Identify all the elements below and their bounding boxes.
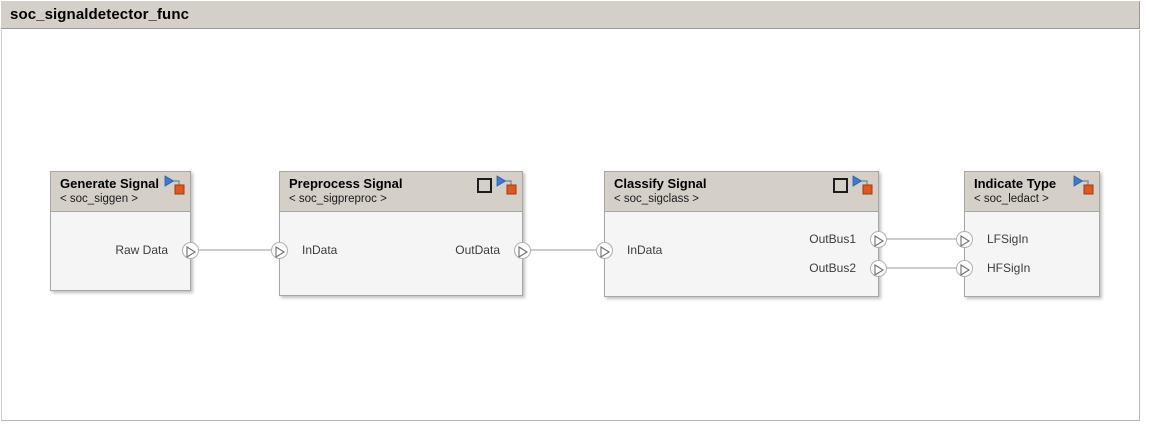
block-indicate-type[interactable]: Indicate Type < soc_ledact > LFSigIn: [956, 171, 1100, 297]
output-port-label: OutBus1: [809, 232, 856, 246]
block-body: InData OutData: [271, 212, 531, 295]
block-header: Generate Signal < soc_siggen >: [51, 172, 190, 212]
output-port-outdata[interactable]: [514, 242, 531, 259]
model-title-bar: soc_signaldetector_func: [1, 1, 1140, 29]
block-title: Generate Signal: [60, 176, 159, 191]
block-body: InData OutBus1 OutBus2: [596, 212, 887, 296]
input-port-label: InData: [627, 243, 663, 257]
model-reference-badge[interactable]: [852, 174, 876, 196]
output-port-label: OutData: [455, 243, 500, 257]
model-reference-badge[interactable]: [496, 174, 520, 196]
block-subtitle: < soc_sigclass >: [614, 193, 700, 205]
block-subtitle: < soc_siggen >: [60, 193, 139, 205]
input-port-label: InData: [302, 243, 338, 257]
block-classify-signal[interactable]: Classify Signal < soc_sigclass >: [596, 171, 887, 297]
input-port-lfsigin[interactable]: [956, 231, 973, 248]
block-header: Classify Signal < soc_sigclass >: [605, 172, 878, 212]
input-port-label: HFSigIn: [987, 261, 1031, 275]
output-port-raw-data[interactable]: [182, 242, 199, 259]
block-title: Classify Signal: [614, 176, 707, 191]
square-badge[interactable]: [477, 178, 492, 193]
block-preprocess-signal[interactable]: Preprocess Signal < soc_sigpreproc >: [271, 171, 531, 296]
block-generate-signal[interactable]: Generate Signal < soc_siggen > Raw Dat: [50, 171, 199, 291]
input-port-indata[interactable]: [596, 242, 613, 259]
block-header: Indicate Type < soc_ledact >: [965, 172, 1099, 212]
model-title: soc_signaldetector_func: [10, 6, 190, 23]
block-title: Indicate Type: [974, 176, 1057, 191]
input-port-indata[interactable]: [271, 242, 288, 259]
output-port-outbus1[interactable]: [870, 231, 887, 248]
block-title: Preprocess Signal: [289, 176, 403, 191]
block-body: LFSigIn HFSigIn: [956, 212, 1099, 296]
input-port-hfsigin[interactable]: [956, 260, 973, 277]
output-port-label: OutBus2: [809, 261, 856, 275]
block-header: Preprocess Signal < soc_sigpreproc >: [280, 172, 522, 212]
square-badge[interactable]: [833, 178, 848, 193]
input-port-label: LFSigIn: [987, 232, 1029, 246]
model-reference-badge[interactable]: [1073, 174, 1097, 196]
block-subtitle: < soc_ledact >: [974, 193, 1049, 205]
output-port-outbus2[interactable]: [870, 260, 887, 277]
diagram-canvas[interactable]: Generate Signal < soc_siggen > Raw Dat: [1, 30, 1140, 421]
block-subtitle: < soc_sigpreproc >: [289, 193, 387, 205]
output-port-label: Raw Data: [115, 243, 168, 257]
block-body: Raw Data: [51, 212, 199, 290]
model-reference-badge[interactable]: [164, 174, 188, 196]
